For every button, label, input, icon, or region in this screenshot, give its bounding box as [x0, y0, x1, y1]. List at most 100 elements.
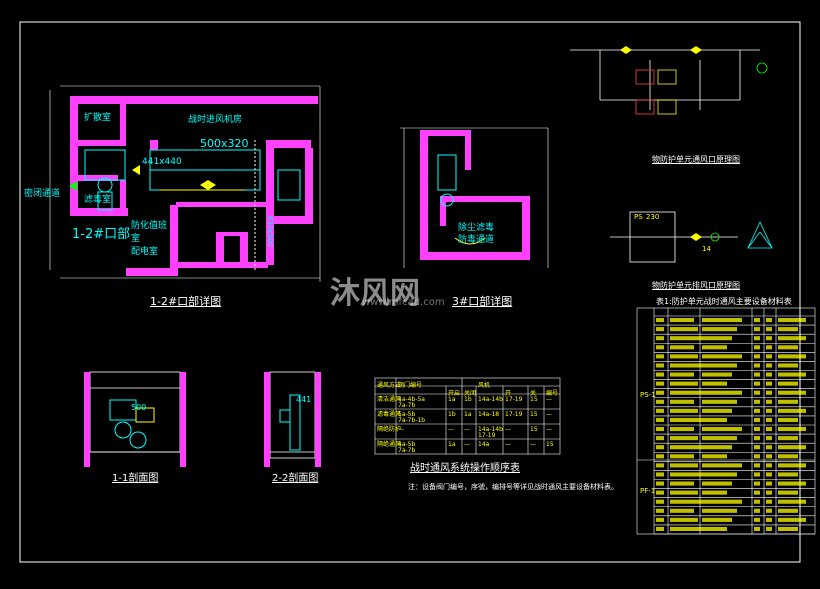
materials-cell-text — [656, 381, 664, 386]
plan-3-title: 3#口部详图 — [452, 295, 513, 308]
materials-cell-text — [670, 436, 698, 441]
materials-cell-text — [754, 372, 760, 377]
schematic-mid-tag-3: 14 — [702, 245, 711, 253]
materials-cell-text — [766, 336, 772, 341]
materials-cell-text — [766, 499, 772, 504]
materials-group-b: PF-1 — [640, 487, 656, 495]
schematic-top-title: 物防护单元通风口原理图 — [652, 155, 740, 164]
section-11-duct: 500 — [131, 403, 147, 412]
materials-cell-text — [754, 427, 760, 432]
plan-12-dims — [49, 85, 321, 282]
materials-cell-text — [656, 408, 664, 413]
materials-cell-text — [778, 381, 798, 386]
materials-cell-text — [778, 318, 806, 323]
room-decon-label: 防化值班室 配电室 — [131, 221, 168, 257]
op-table-note: 注：设备阀门编号，序號，编排号等详见战时通风主要设备材料表。 — [408, 483, 618, 491]
materials-cell-text — [778, 390, 806, 395]
materials-cell-text — [702, 372, 732, 377]
section-22-equip — [279, 394, 301, 451]
op-table-cell: 14a — [478, 441, 490, 448]
materials-cell-text — [766, 372, 772, 377]
op-table-header: 关 — [530, 390, 537, 397]
materials-cell-text — [656, 399, 664, 404]
materials-cell-text — [702, 517, 732, 522]
materials-cell-text — [754, 463, 760, 468]
materials-cell-text — [754, 417, 760, 422]
materials-cell-text — [766, 526, 772, 531]
materials-cell-text — [670, 454, 694, 459]
materials-cell-text — [766, 445, 772, 450]
materials-cell-text — [702, 508, 737, 513]
materials-cell-text — [778, 445, 806, 450]
op-table-header: 阀门编号 — [398, 382, 423, 389]
op-table-cell: 1b — [448, 411, 456, 418]
materials-cell-text — [656, 472, 664, 477]
op-table-cell: 5a-5b 7a-7b-1b — [398, 411, 426, 424]
materials-cell-text — [778, 517, 806, 522]
materials-cell-text — [670, 463, 698, 468]
materials-cell-text — [702, 327, 737, 332]
op-table-cell: 1b — [464, 396, 472, 403]
plan-12-walls — [70, 96, 318, 276]
op-table-cell: 14a-18 — [478, 411, 500, 418]
materials-table-cells — [656, 318, 806, 531]
section-11-title: 1-1剖面图 — [112, 473, 159, 484]
materials-cell-text — [766, 463, 772, 468]
op-table-cell: — — [546, 396, 552, 403]
materials-cell-text — [766, 454, 772, 459]
materials-cell-text — [670, 399, 694, 404]
materials-cell-text — [656, 417, 664, 422]
op-table-header: 开启 — [448, 390, 461, 397]
duct-size-3: 630x500 — [265, 216, 274, 247]
materials-cell-text — [754, 327, 760, 332]
materials-cell-text — [670, 408, 698, 413]
room-dust-label: 滤毒室 — [84, 195, 112, 205]
plan-12-title: 1-2#口部详图 — [150, 295, 222, 308]
op-table-cell: 15 — [530, 396, 538, 403]
materials-cell-text — [702, 481, 732, 486]
watermark-url: www.mfcad.com — [362, 297, 445, 308]
passage-label: 密闭通道 — [24, 189, 61, 199]
materials-cell-text — [656, 436, 664, 441]
materials-cell-text — [702, 445, 732, 450]
section-22-lines — [269, 371, 316, 459]
materials-cell-text — [766, 390, 772, 395]
op-table-cell: — — [464, 426, 470, 433]
materials-cell-text — [766, 381, 772, 386]
materials-cell-text — [702, 490, 727, 495]
materials-cell-text — [778, 490, 798, 495]
op-table-cell: 1a — [448, 441, 456, 448]
materials-cell-text — [702, 354, 742, 359]
materials-cell-text — [754, 472, 760, 477]
op-table-cell: — — [398, 426, 404, 433]
materials-cell-text — [778, 481, 806, 486]
op-table-cell: 17-19 — [505, 396, 523, 403]
materials-cell-text — [670, 517, 698, 522]
materials-cell-text — [766, 490, 772, 495]
duct-size-2: 441x440 — [142, 157, 182, 167]
materials-cell-text — [778, 472, 798, 477]
materials-cell-text — [754, 481, 760, 486]
materials-cell-text — [702, 345, 727, 350]
materials-cell-text — [656, 490, 664, 495]
op-table-cell: 15 — [546, 441, 554, 448]
op-table-cell: — — [464, 441, 470, 448]
materials-cell-text — [670, 526, 702, 531]
materials-cell-text — [670, 381, 698, 386]
materials-cell-text — [766, 354, 772, 359]
section-22-fill — [264, 372, 321, 467]
plan-12-valves — [69, 165, 216, 191]
materials-cell-text — [766, 417, 772, 422]
op-table-cell: 14a-14b 17-19 — [478, 426, 503, 439]
materials-cell-text — [670, 508, 694, 513]
op-table-cell: — — [530, 441, 536, 448]
materials-cell-text — [778, 427, 806, 432]
materials-cell-text — [656, 390, 664, 395]
materials-cell-text — [778, 508, 798, 513]
op-table-cell: 15 — [530, 426, 538, 433]
materials-cell-text — [778, 363, 798, 368]
op-table-cell: 隔绝通风 — [377, 441, 402, 448]
materials-cell-text — [754, 318, 760, 323]
materials-cell-text — [754, 526, 760, 531]
